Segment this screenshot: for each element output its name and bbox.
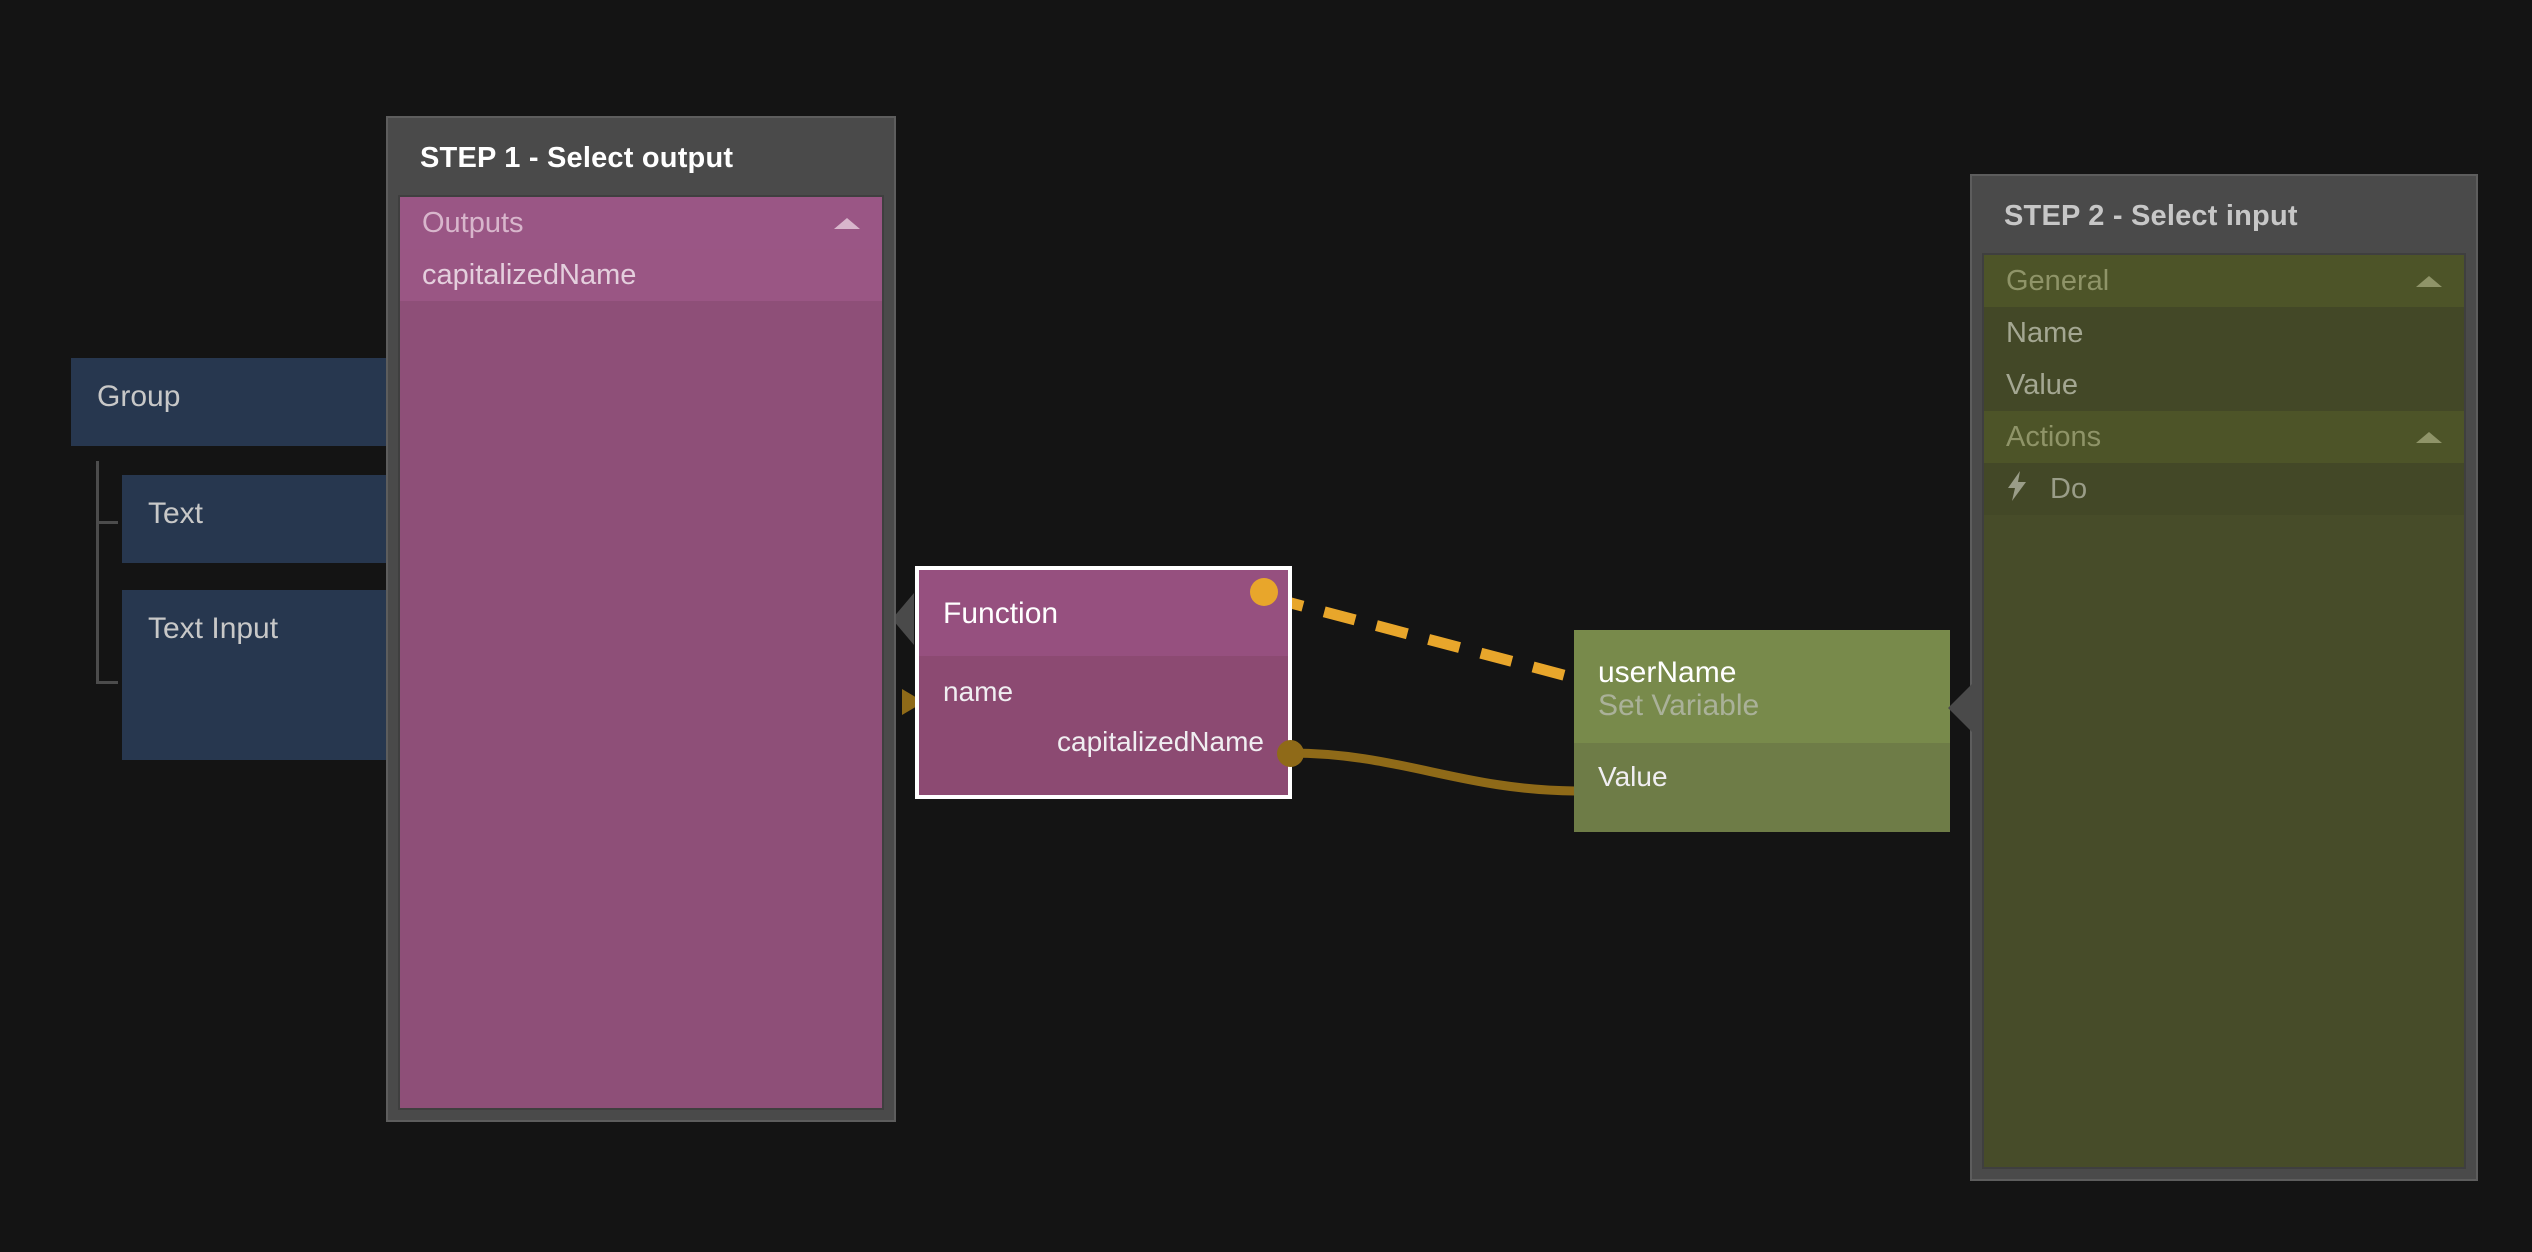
setvariable-node-port-value[interactable]: Value: [1598, 761, 1668, 792]
function-node-port-capitalizedname[interactable]: capitalizedName: [1057, 726, 1264, 757]
function-node-port-name[interactable]: name: [943, 676, 1014, 707]
step2-item-label: Name: [2006, 316, 2084, 349]
function-node-exec-output-port[interactable]: [1250, 578, 1278, 606]
function-node-capitalizedname-output-port[interactable]: [1277, 740, 1304, 767]
step1-item-label: capitalizedName: [422, 258, 637, 291]
function-node[interactable]: Function name capitalizedName: [915, 566, 1292, 799]
tree-item-text[interactable]: Text: [122, 475, 392, 563]
step2-item-value[interactable]: Value: [1984, 359, 2464, 411]
function-node-header: Function: [919, 570, 1288, 656]
chevron-up-icon[interactable]: [834, 217, 860, 229]
step1-panel-title: STEP 1 - Select output: [420, 142, 734, 174]
tree-connector-line: [96, 461, 102, 683]
tree-item-text-input[interactable]: Text Input: [122, 590, 392, 760]
tree-connector-tick-textinput: [96, 681, 118, 684]
tree-item-group[interactable]: Group: [71, 358, 391, 446]
step1-item-capitalizedname[interactable]: capitalizedName: [400, 249, 882, 301]
tree-item-label: Text: [148, 497, 204, 530]
step2-section-general-header[interactable]: General: [1984, 255, 2464, 307]
step1-section-outputs-label: Outputs: [422, 206, 524, 239]
step2-panel-pointer-nub: [1948, 684, 1972, 732]
setvariable-node-body: Value: [1574, 743, 1950, 832]
connection-capitalizedname-to-value: [1289, 748, 1576, 796]
step2-panel: STEP 2 - Select input General Name Value…: [1948, 174, 2478, 1181]
step2-panel-title: STEP 2 - Select input: [2004, 200, 2298, 232]
step1-panel: STEP 1 - Select output Outputs capitaliz…: [386, 116, 896, 1122]
setvariable-node-title: userName: [1598, 655, 1737, 689]
step2-item-name[interactable]: Name: [1984, 307, 2464, 359]
step2-section-actions-label: Actions: [2006, 420, 2102, 453]
function-node-title: Function: [943, 596, 1059, 630]
tree-connector-tick-text: [96, 521, 118, 524]
step2-item-do[interactable]: Do: [1984, 463, 2464, 515]
lightning-bolt-icon: [2006, 471, 2028, 507]
setvariable-node-subtitle: Set Variable: [1598, 688, 1760, 722]
setvariable-node-header: userName Set Variable: [1574, 630, 1950, 743]
step1-panel-body: Outputs capitalizedName: [398, 195, 884, 1110]
tree-item-label: Text Input: [148, 612, 279, 645]
chevron-up-icon[interactable]: [2416, 431, 2442, 443]
function-node-flow-input-triangle: [892, 593, 914, 645]
step2-section-actions-header[interactable]: Actions: [1984, 411, 2464, 463]
step2-item-label: Do: [2050, 472, 2088, 505]
chevron-up-icon[interactable]: [2416, 275, 2442, 287]
step2-panel-body: General Name Value Actions Do: [1982, 253, 2466, 1169]
step1-section-outputs-header[interactable]: Outputs: [400, 197, 882, 249]
tree-item-label: Group: [97, 380, 181, 413]
step2-section-general-label: General: [2006, 264, 2110, 297]
setvariable-node[interactable]: userName Set Variable Value: [1574, 630, 1950, 832]
function-node-body: name capitalizedName: [919, 656, 1288, 795]
step2-item-label: Value: [2006, 368, 2079, 401]
